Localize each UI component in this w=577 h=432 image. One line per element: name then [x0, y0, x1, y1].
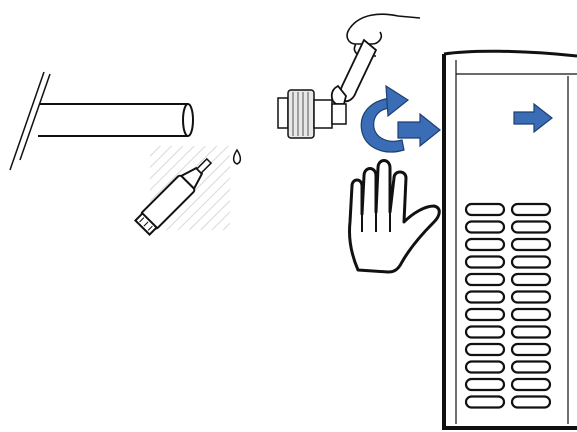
vent-slot: [464, 237, 506, 252]
vent-slot: [464, 255, 506, 269]
vent-slot: [510, 272, 552, 287]
vent-slot: [464, 202, 506, 217]
direction-arrow-left: [397, 112, 441, 148]
vent-slot: [464, 272, 506, 287]
heat-pump-unit: [442, 49, 577, 430]
tube-nozzle: [195, 157, 213, 175]
union-fitting-illustration: [277, 89, 347, 139]
vent-slot: [510, 325, 552, 339]
fitting-nut: [287, 89, 315, 139]
direction-arrow-right: [513, 102, 553, 134]
vent-slot: [510, 377, 552, 392]
unit-outline-front: [442, 54, 577, 430]
vent-slot: [464, 220, 506, 234]
vent-slot: [464, 395, 506, 409]
vent-slot: [510, 395, 552, 409]
fitting-tail: [331, 103, 347, 125]
fitting-left-cap: [277, 97, 289, 129]
vent-grille: [464, 202, 552, 409]
vent-slot: [510, 360, 552, 374]
unit-top-edge: [443, 49, 577, 58]
wrench-hand-illustration: [330, 13, 421, 105]
vent-slot: [510, 237, 552, 252]
vent-slot: [464, 360, 506, 374]
fitting-body: [313, 99, 333, 129]
vent-slot: [464, 307, 506, 322]
sealant-drop: [232, 148, 242, 165]
vent-slot: [464, 377, 506, 392]
vent-slot: [510, 255, 552, 269]
vent-slot: [510, 220, 552, 234]
wall-line-1: [9, 71, 45, 171]
tube-neck: [179, 166, 204, 191]
vent-slot: [464, 325, 506, 339]
vent-slot: [510, 342, 552, 357]
pipe-illustration: [9, 71, 194, 171]
vent-slot: [464, 342, 506, 357]
wall-line-2: [19, 73, 51, 161]
vent-slot: [510, 290, 552, 304]
vent-slot: [464, 290, 506, 304]
sealant-tube-illustration: [133, 146, 242, 237]
vent-slot: [510, 202, 552, 217]
pipe-end: [182, 103, 194, 137]
stop-hand-icon: [348, 159, 441, 274]
rotation-arrow-icon: [360, 84, 410, 153]
vent-slot: [510, 307, 552, 322]
